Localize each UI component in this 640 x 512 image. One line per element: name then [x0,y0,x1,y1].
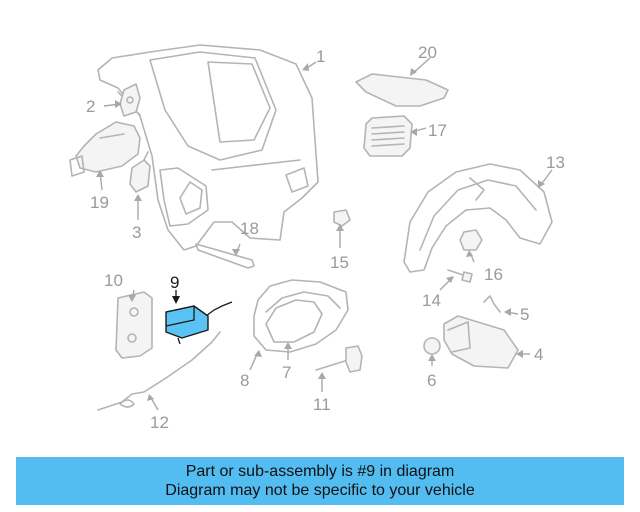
callout-3: 3 [132,223,141,242]
part-1-quarter-panel [97,44,319,251]
callout-20: 20 [418,43,437,62]
callout-18: 18 [240,219,259,238]
banner-line-2: Diagram may not be specific to your vehi… [165,482,475,499]
callout-13: 13 [546,153,565,172]
part-12-release-cable [97,331,221,411]
part-16-clip [459,229,483,251]
part-8-filler-pocket [253,279,349,353]
part-10-bracket-plate [115,291,153,359]
part-15-push-pin [333,209,351,227]
callout-14: 14 [422,291,441,310]
part-19-filler-housing [69,121,141,177]
callout-17: 17 [428,121,447,140]
part-2-bracket [119,83,141,117]
callout-19: 19 [90,193,109,212]
part-4-fuel-door [443,315,519,369]
part-18-trim-strip [195,243,255,269]
callout-4: 4 [534,345,543,364]
callout-10: 10 [104,271,123,290]
callout-1: 1 [316,47,325,66]
part-17-vent-grille [363,115,413,157]
banner-line-1: Part or sub-assembly is #9 in diagram [185,463,455,480]
part-7-seal [265,299,323,343]
part-11-hinge-arm [315,345,363,373]
callout-8: 8 [240,371,249,390]
parts-diagram: 1 2 3 4 5 6 7 8 9 10 11 12 13 14 15 16 1… [69,43,565,432]
callout-16: 16 [484,265,503,284]
callout-5: 5 [520,305,529,324]
callout-12: 12 [150,413,169,432]
part-9-actuator-highlighted[interactable] [165,301,233,345]
part-5-spring-rod [483,295,501,313]
callout-6: 6 [427,371,436,390]
callout-2: 2 [86,97,95,116]
info-banner: Part or sub-assembly is #9 in diagram Di… [16,457,624,505]
callout-7: 7 [282,363,291,382]
part-6-grommet [423,337,441,355]
callout-11: 11 [313,395,331,414]
callout-15: 15 [330,253,349,272]
callout-numbers: 1 2 3 4 5 6 7 8 9 10 11 12 13 14 15 16 1… [86,43,565,432]
leader-arrowheads [96,63,545,401]
part-14-screw [447,269,473,283]
part-3-latch [129,151,151,193]
part-20-cover-pad [355,73,449,107]
callout-9-highlighted[interactable]: 9 [170,273,179,292]
part-13-wheelhouse-liner [403,163,553,273]
